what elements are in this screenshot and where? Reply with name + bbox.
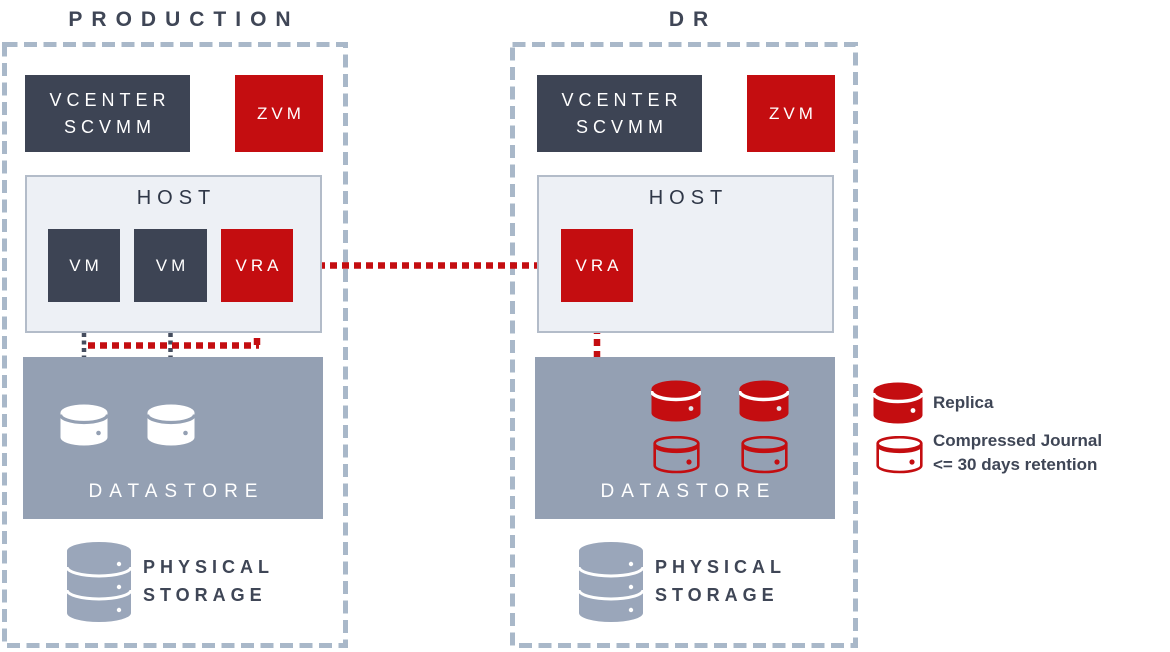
physical-line: PHYSICAL [655,557,787,577]
compressed-journal-disk-icon [653,436,700,474]
dr-region-border [510,42,858,648]
vra-label: VRA [575,255,623,275]
replica-disk-icon [651,380,701,422]
dr-vra-box: VRA [561,229,633,302]
host-label: HOST [648,187,729,209]
dr-region-title: DR [668,8,718,31]
dr-physical-storage-label: PHYSICAL STORAGE [655,553,786,609]
journal-label-line2: <= 30 days retention [933,455,1098,474]
zvm-label: ZVM [257,103,305,123]
journal-label-line1: Compressed Journal [933,431,1103,450]
vcenter-label: VCENTER [561,89,683,110]
production-vm2-box: VM [134,229,207,302]
production-physical-storage-label: PHYSICAL STORAGE [143,553,274,609]
physical-line: PHYSICAL [143,557,275,577]
vra-label: VRA [235,255,283,275]
production-vra-box: VRA [221,229,293,302]
replica-disk-icon [739,380,789,422]
datastore-disk-icon [60,404,108,446]
vm-label: VM [69,255,103,275]
production-vcenter-scvmm-box: VCENTER SCVMM [25,75,190,152]
vm-label: VM [155,255,190,275]
production-zvm-box: ZVM [235,75,323,152]
legend-journal-label: Compressed Journal <= 30 days retention [933,429,1102,477]
dr-zvm-box: ZVM [747,75,835,152]
physical-storage-icon [66,542,132,622]
datastore-label: DATASTORE [88,481,265,502]
production-region-border [2,42,348,648]
vcenter-label: VCENTER [49,89,171,110]
production-vm1-box: VM [48,229,120,302]
datastore-label: DATASTORE [600,481,777,502]
storage-line: STORAGE [143,585,267,605]
scvmm-label: SCVMM [576,116,668,137]
physical-storage-icon [578,542,644,622]
dr-vcenter-scvmm-box: VCENTER SCVMM [537,75,702,152]
datastore-disk-icon [147,404,195,446]
host-label: HOST [136,187,217,209]
scvmm-label: SCVMM [64,116,156,137]
production-region-title: PRODUCTION [68,8,300,31]
storage-line: STORAGE [655,585,779,605]
legend-replica-label: Replica [933,393,994,412]
zvm-label: ZVM [769,103,817,123]
compressed-journal-disk-icon [741,436,788,474]
legend-replica-disk-icon [873,382,923,424]
legend-journal-disk-icon [876,436,923,474]
